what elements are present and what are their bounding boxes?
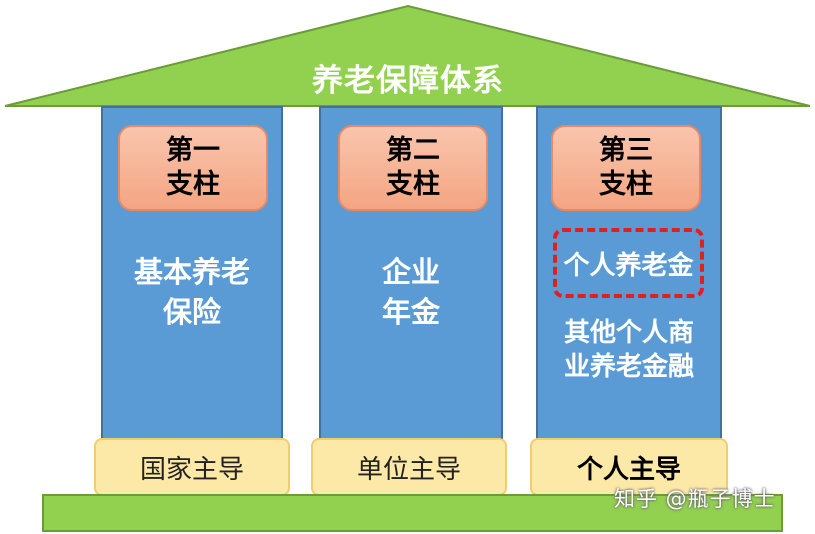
pillar-3-text: 其他个人商 业养老金融: [536, 316, 722, 384]
pillar-3-cap-line1: 第三: [599, 135, 653, 166]
pillar-2-cap: 第二 支柱: [338, 125, 488, 211]
pillar-2-base: 单位主导: [311, 438, 507, 496]
pillar-3-base-label: 个人主导: [576, 454, 681, 485]
pillar-1-base-label: 国家主导: [139, 454, 244, 485]
pillar-3-cap-line2: 支柱: [599, 169, 653, 200]
pillar-1-base: 国家主导: [94, 438, 290, 496]
pillar-2-base-label: 单位主导: [356, 454, 461, 485]
pillar-1-cap-line2: 支柱: [166, 169, 220, 200]
roof-title: 养老保障体系: [312, 63, 504, 99]
pillar-1-text: 基本养老 保险: [101, 252, 283, 332]
foundation: [42, 494, 783, 532]
pillar-3-highlight-text: 个人养老金: [563, 250, 694, 281]
pillar-3-cap: 第三 支柱: [551, 125, 701, 211]
pillar-3-text-line1: 其他个人商: [563, 318, 694, 348]
pillar-2-cap-line2: 支柱: [386, 169, 440, 200]
pillar-2-text: 企业 年金: [319, 252, 503, 332]
pillar-3-text-line2: 业养老金融: [563, 352, 694, 382]
pillar-1-text-line2: 保险: [162, 295, 221, 329]
pillar-3-base: 个人主导: [530, 438, 728, 496]
pillar-2-text-line2: 年金: [381, 295, 440, 329]
pillar-1-cap: 第一 支柱: [118, 125, 268, 211]
watermark: 知乎 @瓶子博士: [614, 487, 776, 511]
pillar-1-text-line1: 基本养老: [133, 255, 250, 289]
pillar-1-cap-line1: 第一: [166, 135, 220, 166]
pillar-2-text-line1: 企业: [381, 255, 440, 289]
pillar-2-cap-line1: 第二: [386, 135, 440, 166]
pillar-3-highlight: 个人养老金: [553, 228, 704, 298]
